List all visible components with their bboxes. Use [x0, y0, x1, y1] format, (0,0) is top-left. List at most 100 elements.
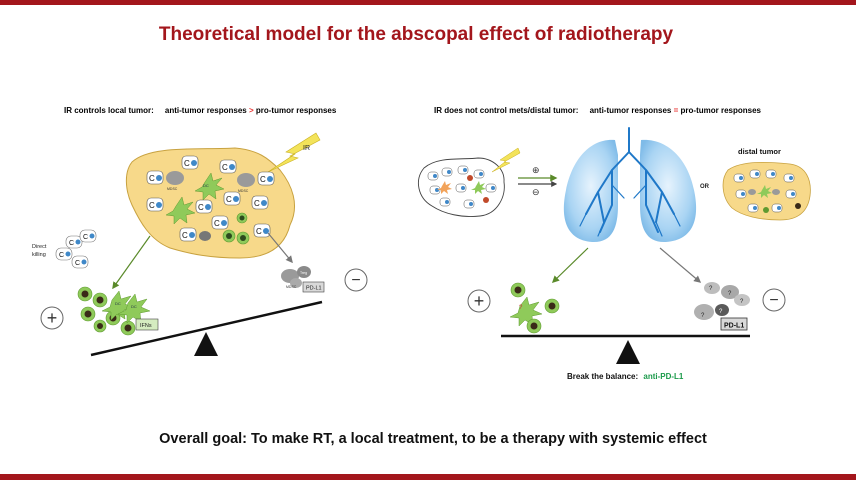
right-header-anti: anti-tumor responses [589, 106, 672, 115]
svg-text:C: C [149, 174, 155, 183]
svg-text:?: ? [728, 291, 732, 297]
right-header-prefix: IR does not control mets/distal tumor: [434, 106, 579, 115]
svg-text:+: + [474, 291, 485, 311]
mdsc-cell: MDSC [166, 171, 184, 191]
plus-circle-icon: + [40, 306, 64, 330]
tumor-cell: C [181, 155, 199, 170]
plus-circle-icon-right: + [467, 289, 491, 313]
mdsc-cell: MDSC [237, 173, 255, 193]
lung-illustration [563, 127, 697, 243]
svg-text:C: C [69, 240, 74, 247]
tumor-cell: C [146, 197, 164, 212]
svg-text:DC: DC [131, 304, 137, 309]
arrow-lung-to-pro [659, 247, 702, 283]
tumor-cell: C [251, 195, 269, 210]
svg-text:C: C [198, 203, 204, 212]
right-header-operator: = [673, 106, 679, 115]
arrow-plus-label: ⊕ [532, 165, 540, 175]
left-header-anti: anti-tumor responses [164, 106, 247, 115]
svg-text:?: ? [719, 309, 723, 315]
balance-fulcrum-right [616, 340, 640, 364]
dying-tumor-cell: C [71, 255, 89, 269]
svg-text:DC: DC [115, 301, 121, 306]
direct-killing-label-line1: Direct [32, 244, 47, 250]
anti-tumor-immune-cluster: DC DC [77, 286, 151, 336]
svg-text:C: C [256, 227, 262, 236]
svg-text:C: C [226, 195, 232, 204]
radiation-bolt-icon [267, 132, 321, 173]
bottom-accent-bar [0, 474, 856, 480]
left-header-operator: > [248, 106, 254, 115]
tumor-cell: C [195, 199, 213, 214]
right-panel-header: IR does not control mets/distal tumor: a… [434, 106, 761, 115]
svg-text:MDSC: MDSC [238, 189, 249, 193]
tumor-cell: C [219, 159, 237, 174]
distal-tumor-label: distal tumor [738, 147, 781, 156]
svg-text:MDSC: MDSC [167, 187, 178, 191]
tumor-cell: C [253, 223, 271, 238]
svg-text:C: C [59, 252, 64, 259]
ifn-label: IFNs [140, 323, 152, 329]
dying-tumor-cell: C [79, 229, 97, 243]
svg-text:C: C [214, 219, 220, 228]
ir-label: IR [303, 145, 310, 152]
pdl1-label-right: PD-L1 [724, 323, 744, 330]
or-label: OR [700, 184, 710, 190]
svg-text:C: C [184, 159, 190, 168]
radiation-bolt-icon [491, 147, 521, 173]
svg-text:?: ? [519, 305, 523, 311]
svg-text:DC: DC [203, 183, 209, 188]
minus-circle-icon: − [344, 268, 368, 292]
svg-text:C: C [222, 163, 228, 172]
pro-tumor-cell-cluster-right: ? ? ? ? ? [694, 282, 750, 320]
tumor-cell: C [257, 171, 275, 186]
right-header-pro: pro-tumor responses [680, 106, 761, 115]
dying-tumor-cell: C [65, 235, 83, 249]
break-balance-prefix: Break the balance: [567, 372, 638, 381]
dying-tumor-cell: C [55, 247, 73, 261]
direct-killing-label-line2: killing [32, 252, 46, 258]
svg-text:C: C [260, 175, 266, 184]
mdsc-cell [199, 231, 211, 241]
arrow-to-anti-tumor [112, 235, 151, 290]
balance-beam-left [90, 300, 323, 357]
top-accent-bar [0, 0, 856, 5]
pdl1-label-left: PD-L1 [306, 286, 322, 292]
svg-text:Treg: Treg [300, 271, 307, 275]
svg-text:C: C [75, 260, 80, 267]
tumor-cell: C [211, 215, 229, 230]
anti-tumor-immune-cluster-right: ? [509, 282, 560, 334]
left-header-prefix: IR controls local tumor: [64, 106, 154, 115]
pro-tumor-cell-cluster: MDSC Treg [281, 266, 311, 289]
svg-text:+: + [47, 308, 58, 328]
arrow-to-pro-tumor [267, 232, 293, 264]
break-balance-drug: anti-PD-L1 [643, 372, 684, 381]
svg-text:C: C [182, 231, 188, 240]
tumor-cell: C [223, 191, 241, 206]
svg-text:−: − [351, 272, 360, 289]
dendritic-cell-icon: DC [194, 172, 225, 201]
svg-text:−: − [769, 292, 778, 309]
arrow-minus-label: ⊖ [532, 187, 540, 197]
balance-fulcrum-left [194, 332, 218, 356]
distal-tumor-cells [733, 169, 801, 213]
pdl1-box-left [302, 281, 325, 293]
minus-circle-icon-right: − [762, 288, 786, 312]
left-header-pro: pro-tumor responses [255, 106, 337, 115]
ifn-box [135, 318, 159, 331]
overall-goal: Overall goal: To make RT, a local treatm… [159, 431, 707, 447]
dendritic-cell-icon [165, 196, 196, 225]
svg-text:?: ? [740, 299, 744, 305]
pdl1-box-right [720, 317, 748, 331]
svg-text:C: C [254, 199, 260, 208]
break-balance-text: Break the balance: anti-PD-L1 [567, 372, 684, 381]
arrow-lung-to-anti [551, 247, 589, 284]
tumor-cell: C [146, 170, 164, 185]
slide-title: Theoretical model for the abscopal effec… [158, 24, 674, 45]
tumor-cell: C [179, 227, 197, 242]
svg-text:?: ? [701, 313, 705, 319]
svg-text:C: C [149, 201, 155, 210]
svg-text:MDSC: MDSC [286, 285, 297, 289]
small-tumor-cells [427, 165, 497, 209]
